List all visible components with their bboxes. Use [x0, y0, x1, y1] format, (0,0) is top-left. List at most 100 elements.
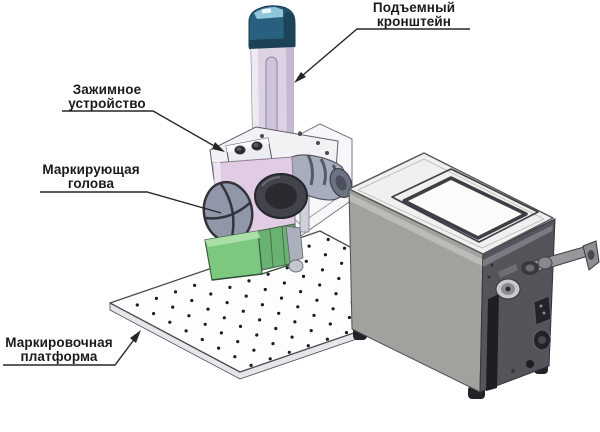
platform-hole [209, 292, 213, 296]
lens-ring [254, 173, 308, 219]
platform-hole [249, 363, 253, 367]
green-block-divider [269, 227, 274, 268]
platform-hole [282, 281, 286, 285]
column-highlight [251, 44, 259, 154]
platform-hole [154, 296, 158, 300]
platform-hole [315, 298, 319, 302]
platform-hole [168, 320, 172, 324]
platform-hole [152, 312, 156, 316]
platform-hole [222, 316, 226, 320]
platform-hole [287, 350, 291, 354]
power-connector [495, 264, 521, 300]
leader-marking-platform [3, 332, 140, 366]
platform-hole [203, 322, 207, 326]
leader-clamping-device [62, 110, 224, 152]
pillar-foot [288, 259, 304, 273]
cylinder-band [306, 154, 314, 186]
platform-hole [184, 329, 188, 333]
panel-screw [487, 275, 491, 279]
port-connector-1 [533, 295, 552, 326]
crank-handle [521, 240, 600, 275]
touchscreen [391, 168, 539, 243]
platform-hole [325, 337, 329, 341]
platform-hole [279, 296, 284, 300]
screen-outer-outline [391, 168, 539, 243]
port-pin [542, 311, 546, 315]
port-pin [539, 304, 543, 308]
platform-hole [293, 320, 297, 324]
label-marking-platform: Маркировочная платформа [2, 336, 116, 364]
platform-hole [241, 309, 245, 313]
platform-hole [171, 305, 175, 309]
platform-hole [318, 283, 322, 287]
disc-spoke [205, 202, 251, 220]
platform-hole [217, 346, 221, 350]
platform-hole [173, 290, 178, 294]
lifting-column [248, 5, 296, 155]
plate-screw [298, 132, 302, 136]
clamp-bolt-top [236, 147, 242, 151]
plate-screw [325, 151, 329, 155]
platform-hole [258, 318, 262, 322]
platform-hole [277, 311, 281, 315]
label-lifting-bracket-line1: Подъемный [372, 0, 456, 15]
handle-joint [537, 256, 553, 270]
platform-hole [187, 314, 191, 318]
platform-hole [274, 326, 278, 331]
green-lens-block [204, 223, 304, 281]
platform-hole [342, 246, 347, 250]
platform-hole [263, 287, 267, 292]
platform-hole [299, 290, 303, 294]
platform-hole [296, 305, 300, 309]
platform-hole [268, 357, 272, 361]
label-marking-platform-line2: платформа [20, 349, 98, 364]
leader-lines [3, 28, 470, 366]
platform-hole [290, 335, 294, 339]
handle-grip-hole [587, 250, 595, 260]
platform-hole [190, 298, 194, 303]
platform-hole [255, 333, 259, 337]
cylinder-endcap-core [335, 175, 347, 191]
column-cap-shadow [283, 8, 295, 46]
round-button [525, 359, 535, 369]
platform-hole [244, 294, 248, 298]
platform-hole [200, 337, 204, 342]
platform-hole [219, 331, 223, 335]
label-lifting-bracket-line2: кронштейн [376, 14, 452, 29]
label-marking-platform-line1: Маркировочная [5, 335, 113, 350]
platform-hole [337, 276, 341, 281]
platform-hole [252, 348, 256, 352]
panel-screw [490, 263, 494, 267]
arrowhead-lifting-bracket [294, 72, 306, 83]
platform-hole [307, 244, 311, 248]
platform-hole [247, 279, 251, 283]
platform-hole [326, 237, 330, 242]
plate-screw [316, 141, 320, 145]
platform-hole [328, 322, 332, 326]
green-block-divider [281, 225, 286, 265]
platform-hole [340, 261, 344, 265]
platform-hole [228, 285, 232, 289]
platform-hole [331, 307, 335, 311]
platform-hole [334, 292, 338, 296]
plate-screw [260, 134, 264, 138]
label-marking-head-line1: Маркирующая [42, 162, 140, 177]
label-marking-head: Маркирующая голова [34, 163, 148, 191]
connector-core [505, 286, 511, 292]
platform-hole [320, 268, 325, 272]
indicator-dot [511, 369, 515, 373]
platform-hole [236, 340, 240, 344]
box-side-bevel [483, 225, 553, 267]
box-front-bevel [350, 194, 482, 266]
platform-hole [271, 342, 275, 346]
platform-hole [301, 274, 306, 278]
platform-hole [238, 324, 243, 328]
lens-highlight [261, 176, 281, 187]
arrowhead-clamping-device [212, 142, 225, 152]
platform-hole [347, 315, 351, 320]
label-clamping-device-line1: Зажимное [72, 82, 142, 97]
platform-hole [193, 283, 197, 287]
platform-hole [309, 329, 313, 333]
